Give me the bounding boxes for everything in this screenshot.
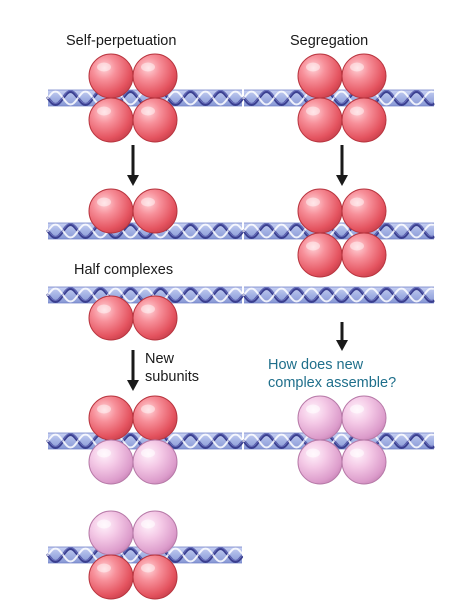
old-subunit [341, 232, 387, 278]
dna-strand-8 [242, 432, 435, 450]
new-subunit [132, 510, 178, 556]
label-segregation: Segregation [290, 33, 369, 49]
dna-strand-2 [242, 89, 435, 107]
new-subunit [341, 439, 387, 485]
label-question-line2: complex assemble? [268, 375, 397, 391]
dna-strand-4 [242, 222, 435, 240]
old-subunit [297, 232, 343, 278]
new-subunit [297, 395, 343, 441]
arrow-layer [127, 145, 348, 391]
old-subunit [132, 395, 178, 441]
label-subunits: subunits [145, 369, 200, 385]
old-subunit [341, 53, 387, 99]
new-subunit [88, 439, 134, 485]
old-subunit [88, 395, 134, 441]
arrow-down-3 [127, 350, 139, 391]
dna-strand-6 [242, 286, 435, 304]
label-new: New [145, 351, 175, 367]
old-subunit [132, 554, 178, 600]
new-subunit [132, 439, 178, 485]
old-subunit [132, 188, 178, 234]
old-subunit [341, 97, 387, 143]
label-half-complexes: Half complexes [74, 262, 174, 278]
old-subunit [297, 188, 343, 234]
new-subunit [88, 510, 134, 556]
old-subunit [297, 97, 343, 143]
old-subunit [88, 97, 134, 143]
arrow-down-1 [127, 145, 139, 186]
old-subunit [88, 295, 134, 341]
old-subunit [88, 53, 134, 99]
old-subunit [297, 53, 343, 99]
protein-layer [88, 53, 387, 600]
old-subunit [341, 188, 387, 234]
arrow-down-2 [336, 145, 348, 186]
new-subunit [341, 395, 387, 441]
label-self-perpetuation: Self-perpetuation [66, 33, 177, 49]
old-subunit [132, 53, 178, 99]
label-question-line1: How does new [268, 357, 364, 373]
new-subunit [297, 439, 343, 485]
arrow-down-4 [336, 322, 348, 351]
old-subunit [88, 554, 134, 600]
old-subunit [132, 97, 178, 143]
old-subunit [88, 188, 134, 234]
old-subunit [132, 295, 178, 341]
